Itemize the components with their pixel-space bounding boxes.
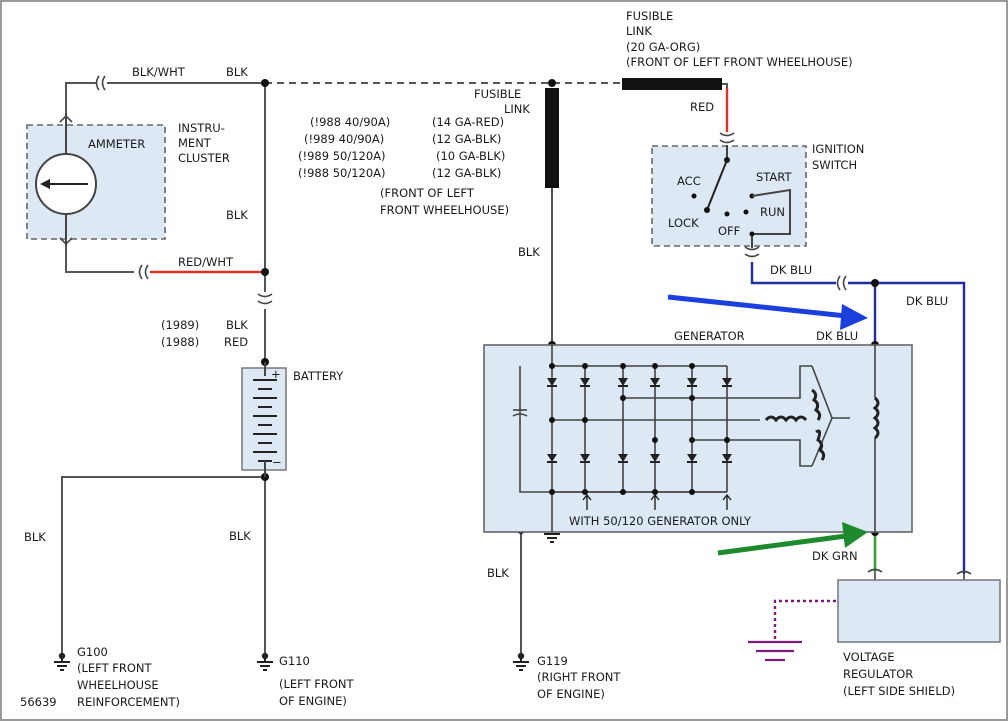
label-blk-bottom-mid: BLK [229, 529, 251, 543]
wire-battery-to-g100 [61, 470, 266, 655]
ignition-start: START [756, 170, 792, 184]
fusible-link-top-gauge: (20 GA-ORG) [626, 40, 700, 54]
label-blk-1989: BLK [226, 318, 248, 332]
purple-ground-symbol-icon [748, 640, 802, 662]
battery-symbol [241, 362, 287, 477]
ground-g100-location: WHEELHOUSE [77, 678, 159, 692]
ignition-run: RUN [760, 205, 785, 219]
connector-icon [956, 570, 972, 580]
gauge-label: (14 GA-RED) [432, 115, 504, 129]
wire-dk-blu-ignition [750, 262, 836, 285]
connector-icon [257, 293, 273, 305]
fusible-link-mid [545, 88, 559, 188]
ammeter [35, 113, 97, 246]
voltage-regulator-box [837, 579, 1001, 643]
battery-label: BATTERY [293, 369, 344, 383]
connector-icon [95, 75, 106, 91]
label-dk-blu: DK BLU [770, 263, 812, 277]
wire-dk-blu-to-regulator [875, 281, 966, 574]
splice-dot-icon [549, 363, 730, 495]
fusible-link-mid-location: FRONT WHEELHOUSE) [380, 203, 509, 217]
connector-icon [867, 568, 883, 580]
variant-label: (!988 50/120A) [298, 166, 386, 180]
generator-label: GENERATOR [674, 329, 745, 343]
label-year-1989: (1989) [161, 318, 199, 332]
ground-g110-label: G110 [279, 654, 310, 668]
instrument-cluster-label: MENT [178, 136, 212, 150]
ignition-lock: LOCK [668, 216, 699, 230]
battery-plus: + [271, 367, 281, 381]
coil-icon [764, 388, 880, 461]
connector-icon [719, 132, 735, 144]
ammeter-label: AMMETER [88, 137, 145, 151]
voltage-regulator-label: VOLTAGE [843, 650, 895, 664]
ground-g110-location: (LEFT FRONT [279, 677, 355, 691]
label-dk-blu: DK BLU [816, 329, 858, 343]
connector-icon [836, 275, 847, 291]
label-blk-center: BLK [518, 245, 540, 259]
label-blk-bottom-left: BLK [24, 530, 46, 544]
instrument-cluster-label: CLUSTER [178, 151, 230, 165]
ground-g100-label: G100 [77, 645, 108, 659]
fusible-link-top-title2: LINK [626, 24, 652, 38]
fusible-link-top-title: FUSIBLE [626, 9, 673, 23]
ground-g110-location: OF ENGINE) [279, 694, 347, 708]
ground-g100-location: (LEFT FRONT [77, 661, 153, 675]
label-dk-blu: DK BLU [906, 294, 948, 308]
label-blk-left-mid: BLK [226, 208, 248, 222]
wire-ammeter-bottom [65, 246, 134, 273]
wire-purple-shield-ground [773, 599, 836, 640]
arrow-icon [717, 522, 868, 556]
ignition-switch-label: IGNITION [812, 142, 864, 156]
generator-box [483, 344, 913, 533]
ignition-switch-contacts [691, 145, 791, 248]
arrow-icon [667, 294, 868, 330]
ground-g119-label: G119 [537, 654, 568, 668]
label-blk-bottom-center: BLK [487, 566, 509, 580]
label-dk-grn: DK GRN [812, 549, 858, 563]
arrow-icon [582, 493, 732, 510]
ignition-switch-box [651, 145, 807, 247]
variant-label: (!988 40/90A) [310, 115, 390, 129]
gauge-label: (12 GA-BLK) [432, 166, 501, 180]
gauge-label: (10 GA-BLK) [436, 149, 505, 163]
label-blk-top: BLK [226, 65, 248, 79]
connector-icon [744, 246, 760, 258]
gauge-label: (12 GA-BLK) [432, 132, 501, 146]
ground-g100-location: REINFORCEMENT) [77, 695, 180, 709]
fusible-link-top-end [722, 83, 728, 88]
label-red-top-right: RED [690, 100, 714, 114]
ignition-off: OFF [718, 224, 740, 238]
voltage-regulator-label: (LEFT SIDE SHIELD) [843, 684, 955, 698]
fusible-link-mid-title: FUSIBLE [474, 87, 521, 101]
ignition-switch-label: SWITCH [812, 158, 857, 172]
variant-label: (!989 50/120A) [298, 149, 386, 163]
ground-g119-location: OF ENGINE) [537, 687, 605, 701]
fusible-link-top [622, 78, 722, 90]
label-red-wht: RED/WHT [178, 255, 234, 269]
instrument-cluster-label: INSTRU- [178, 121, 225, 135]
label-blk-wht: BLK/WHT [132, 65, 186, 79]
ground-g119-location: (RIGHT FRONT [537, 670, 621, 684]
ground-symbol-icon [544, 533, 560, 543]
fusible-link-mid-title2: LINK [504, 102, 530, 116]
ignition-acc: ACC [677, 174, 701, 188]
diagram-number: 56639 [20, 695, 57, 709]
fusible-link-mid-location: (FRONT OF LEFT [380, 186, 475, 200]
connector-icon [138, 264, 149, 280]
variant-label: (!989 40/90A) [304, 132, 384, 146]
label-red-1988: RED [224, 335, 248, 349]
fusible-link-top-location: (FRONT OF LEFT FRONT WHEELHOUSE) [626, 55, 853, 69]
label-year-1988: (1988) [161, 335, 199, 349]
generator-50-120-note: WITH 50/120 GENERATOR ONLY [569, 514, 752, 528]
voltage-regulator-label: REGULATOR [843, 667, 913, 681]
battery-minus: − [272, 455, 282, 469]
wire-ammeter-top [65, 82, 97, 113]
